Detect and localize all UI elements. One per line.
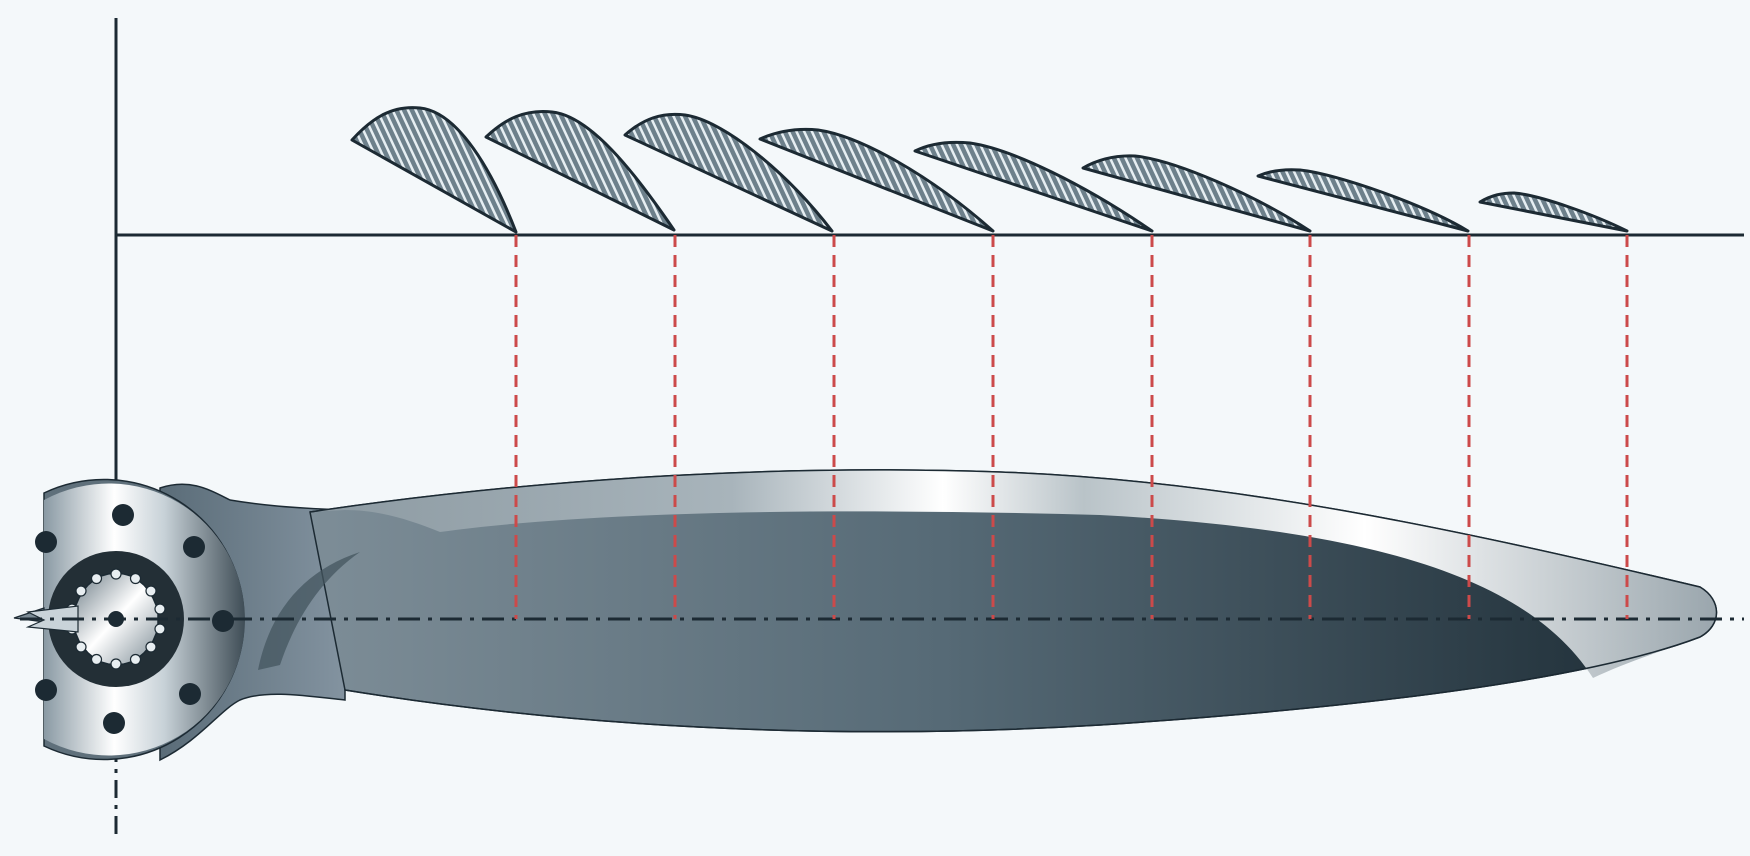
hub-bolt: [35, 531, 57, 553]
airfoil-section-8: [1478, 191, 1629, 233]
hub-bolt: [183, 536, 205, 558]
airfoil-section-1: [350, 106, 518, 234]
airfoil-section-3: [623, 112, 834, 233]
blade-outline-stroke: [309, 469, 1718, 733]
spline-tooth: [154, 603, 166, 615]
spline-tooth: [75, 585, 87, 597]
spline-tooth: [110, 658, 122, 670]
hub-bolt: [35, 679, 57, 701]
blade-leading-edge: [310, 469, 1717, 678]
spline-tooth: [145, 585, 157, 597]
spline-tooth: [110, 568, 122, 580]
hub-bolts: [35, 504, 234, 734]
hub-bolt: [212, 610, 234, 632]
spline-tooth: [145, 641, 157, 653]
spline-teeth: [66, 568, 166, 670]
hub-bolt: [103, 712, 125, 734]
airfoil-section-4: [758, 127, 995, 233]
airfoil-section-5: [913, 140, 1154, 233]
airfoil-section-2: [484, 109, 676, 232]
spline-tooth: [129, 572, 142, 585]
projection-lines: [514, 235, 1629, 619]
spline-tooth: [154, 623, 166, 635]
airfoil-sections: [350, 106, 1629, 234]
spline-tooth: [90, 653, 103, 666]
airfoil-section-7: [1256, 168, 1470, 233]
spline-tooth: [90, 572, 103, 585]
hub-bolt: [179, 683, 201, 705]
blade-root-fillet: [258, 552, 360, 670]
hub-bolt: [112, 504, 134, 526]
spline-tooth: [129, 653, 142, 666]
spline-tooth: [75, 641, 87, 653]
airfoil-section-6: [1081, 154, 1312, 233]
